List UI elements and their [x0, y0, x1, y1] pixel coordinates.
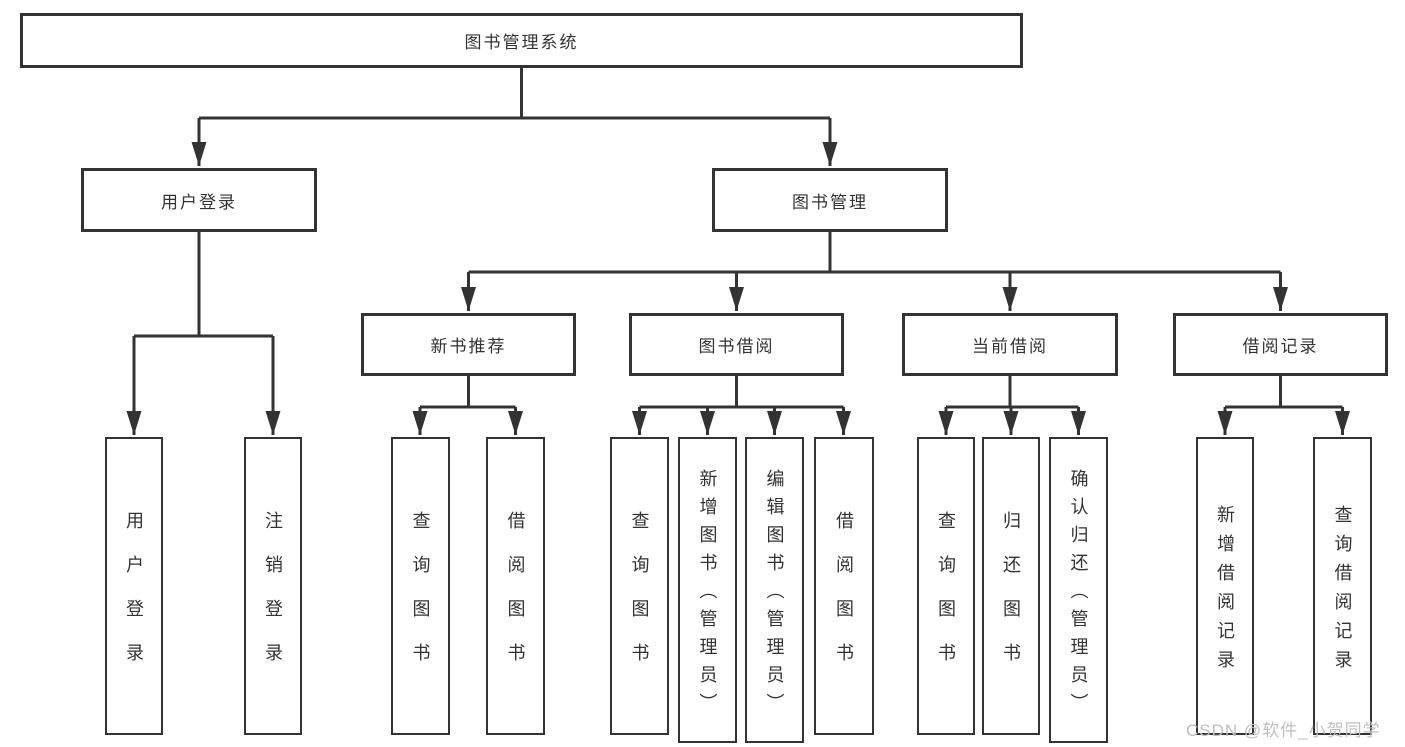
leaf-return-book-label: 归还图书 [1001, 511, 1021, 687]
leaf-user-login: 用户登录 [105, 437, 163, 735]
leaf-logout-label: 注销登录 [263, 511, 283, 687]
leaf-add-book-admin-label: 新增图书（管理员） [697, 469, 718, 721]
leaf-query-books-2: 查询图书 [610, 437, 669, 735]
leaf-edit-book-admin: 编辑图书（管理员） [745, 437, 804, 743]
node-current-borrowing-label: 当前借阅 [972, 337, 1048, 356]
node-book-management: 图书管理 [712, 168, 948, 232]
node-book-management-label: 图书管理 [792, 192, 868, 212]
node-current-borrowing: 当前借阅 [902, 313, 1118, 376]
node-borrowing-records-label: 借阅记录 [1242, 337, 1319, 356]
node-root: 图书管理系统 [20, 13, 1023, 68]
leaf-borrow-books-1-label: 借阅图书 [505, 511, 526, 687]
watermark: CSDN @软件_小贺同学 [1186, 721, 1381, 740]
leaf-query-books-1-label: 查询图书 [410, 511, 431, 687]
node-root-label: 图书管理系统 [464, 33, 579, 52]
node-book-borrowing: 图书借阅 [629, 313, 844, 376]
leaf-borrow-books-2: 借阅图书 [814, 437, 874, 735]
leaf-query-books-2-label: 查询图书 [629, 511, 650, 687]
node-user-login: 用户登录 [81, 168, 317, 232]
leaf-query-books-1: 查询图书 [391, 437, 450, 735]
leaf-add-borrow-record-label: 新增借阅记录 [1215, 504, 1235, 679]
leaf-edit-book-admin-label: 编辑图书（管理员） [764, 469, 785, 721]
node-book-borrowing-label: 图书借阅 [698, 337, 775, 356]
leaf-user-login-label: 用户登录 [124, 511, 144, 687]
leaf-query-borrow-record-label: 查询借阅记录 [1332, 504, 1353, 679]
leaf-borrow-books-1: 借阅图书 [486, 437, 545, 735]
node-new-book-recommend: 新书推荐 [361, 313, 576, 376]
leaf-confirm-return-admin: 确认归还（管理员） [1049, 437, 1108, 743]
leaf-logout: 注销登录 [244, 437, 302, 735]
leaf-query-books-3: 查询图书 [917, 437, 975, 735]
node-user-login-label: 用户登录 [161, 192, 237, 212]
leaf-add-book-admin: 新增图书（管理员） [678, 437, 737, 743]
leaf-query-books-3-label: 查询图书 [936, 511, 956, 687]
leaf-add-borrow-record: 新增借阅记录 [1196, 437, 1254, 735]
leaf-return-book: 归还图书 [982, 437, 1040, 735]
leaf-confirm-return-admin-label: 确认归还（管理员） [1068, 469, 1089, 721]
leaf-borrow-books-2-label: 借阅图书 [834, 511, 854, 687]
node-new-book-recommend-label: 新书推荐 [430, 337, 507, 356]
node-borrowing-records: 借阅记录 [1173, 313, 1388, 376]
leaf-query-borrow-record: 查询借阅记录 [1313, 437, 1372, 735]
